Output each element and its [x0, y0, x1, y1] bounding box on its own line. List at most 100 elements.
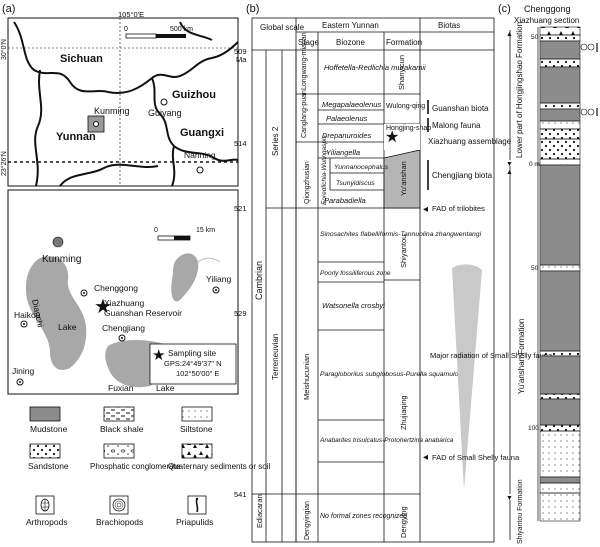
local-scale-15km: 15 km	[196, 227, 215, 234]
biota-fad-trilobites: FAD of trilobites	[432, 204, 485, 213]
biozone-megapalaeolenus: Megapalaeolenus	[322, 100, 381, 109]
local-map: 0 15 km Kunming Chenggong Xiazhuang ★ Gu…	[7, 189, 239, 395]
panel-a-label: (a)	[2, 3, 15, 15]
priapulid-icon	[195, 497, 199, 513]
brachiopod-icon	[112, 498, 126, 512]
legend-sandstone: Sandstone	[28, 461, 69, 471]
sampling-site-lon: 102°50'00" E	[176, 369, 219, 378]
age-unit: Ma	[236, 55, 247, 64]
scale-500km: 500 km	[170, 26, 193, 33]
stage-dengyingian: Dengyingian	[304, 501, 311, 540]
place-haikou: Haikou	[14, 310, 41, 320]
biota-fad-ssf: FAD of Small Shelly fauna	[432, 453, 520, 462]
fad-trilobites-arrow-icon: ◂	[423, 204, 428, 215]
biozone-palaeolenus: Palaeolenus	[326, 114, 368, 123]
latitude-top-label: 30°0'N	[0, 39, 8, 60]
latitude-tropic-label: 23°26'N	[0, 151, 8, 176]
section-brachiopod-icon-2	[587, 108, 595, 116]
swatch-quaternary	[181, 443, 213, 459]
stage-qiongzhusian: Qiongzhusian	[304, 161, 311, 204]
biozone-yunnanocephalus: Yunnanocephalus	[334, 164, 389, 171]
legend-priapulids: Priapulids	[176, 517, 213, 527]
city-guiyang: Guiyang	[148, 108, 182, 118]
legend-star-icon: ★	[152, 347, 165, 364]
legend-quaternary: Quaternary sediments or soil	[168, 462, 270, 471]
biota-guanshan: Guanshan biota	[432, 104, 489, 113]
series-ediacaran: Ediacaran	[255, 494, 264, 528]
section-tick-100: 100	[528, 425, 539, 432]
biota-xiazhuang: Xiazhuang assemblage	[428, 137, 512, 146]
formation-shanyicun: Shanyicun	[397, 55, 406, 90]
arthropod-icon	[40, 498, 50, 512]
biozone-watsonella: Watsonella crosbyi	[322, 301, 385, 310]
swatch-black-shale	[103, 406, 135, 422]
formation-shiyantou: Shiyantou	[399, 235, 408, 268]
legend-brachiopods: Brachiopods	[96, 517, 143, 527]
stage-meishucunian: Meishucunian	[302, 354, 311, 400]
biozone-anabarites: Anabarites trisulcatus-Protohertzina ana…	[319, 437, 454, 444]
label-fuxian: Fuxian	[108, 383, 134, 393]
horizon-star-icon: ★	[385, 129, 399, 146]
yiliang-water	[171, 253, 199, 302]
age-521: 521	[234, 204, 247, 213]
biozone-parabadiella: Parabadiella	[324, 196, 366, 205]
biota-malong: Malong fauna	[432, 121, 481, 130]
formation-dengying: Dengying	[399, 506, 408, 538]
biozone-drepanuroides: Drepanuroides	[322, 131, 371, 140]
biozone-hoffetella: Hoffetella-Redlichia murakamii	[324, 63, 426, 72]
region-guangxi: Guangxi	[180, 127, 224, 139]
place-chenggong: Chenggong	[94, 283, 138, 293]
biozone-tsunyidiscus: Tsunyidiscus	[336, 180, 375, 187]
yuanshan-shading	[383, 149, 421, 209]
biozone-sinosachites: Sinosachites flabelliformis-Tannuolina z…	[320, 231, 482, 238]
system-cambrian: Cambrian	[254, 261, 264, 300]
bracket-arrow-up-icon-2: ▲	[506, 169, 513, 176]
section-place: Chenggong	[524, 4, 571, 14]
place-yiliang: Yiliang	[206, 274, 231, 284]
bracket-arrow-down-icon: ▼	[506, 161, 513, 168]
biozone-paragloborilus: Paragloborilus subglobosus-Purella squam…	[320, 371, 466, 378]
legend-arthropods: Arthropods	[26, 517, 68, 527]
formation-wulongqing: Wulong-qing	[386, 103, 425, 110]
measured-section	[537, 26, 598, 522]
biozone-eoredlichia: Eoredlichia-Wutingaspis	[321, 135, 328, 205]
panel-c-label: (c)	[498, 3, 511, 15]
fad-ssf-arrow-icon: ◂	[423, 452, 428, 463]
sampling-site-box	[149, 343, 237, 385]
swatch-phosphatic-conglomerate	[103, 443, 135, 459]
series-terreneuvian: Terreneuvian	[271, 334, 280, 380]
section-tick-50-top: 50	[531, 34, 539, 41]
biozone-poorly-fossiliferous: Poorly fossiliferous zone	[320, 270, 391, 277]
biota-major-radiation: Major radiation of Small Shelly fauna	[430, 351, 553, 360]
legend-siltstone: Siltstone	[180, 424, 213, 434]
radiation-wedge	[452, 264, 482, 490]
formation-yuanshan-section: Yu'anshan Formation	[517, 319, 526, 394]
section-brachiopod-icon-1	[587, 43, 595, 51]
place-chengjiang: Chengjiang	[102, 323, 145, 333]
header-stage: Stage	[298, 38, 319, 47]
formation-shiyantou-section: Shiyantou Formation	[517, 479, 524, 544]
header-biozone: Biozone	[336, 38, 365, 47]
legend-phosphatic-conglomerate: Phosphatic conglomerate	[90, 462, 181, 471]
series-2: Series 2	[271, 126, 280, 156]
city-kunming: Kunming	[94, 106, 130, 116]
section-tick-50: 50	[531, 265, 539, 272]
biozone-yiliangella: Yiliangella	[326, 148, 360, 157]
local-scale-zero: 0	[154, 227, 158, 234]
longitude-label: 105°0'E	[118, 10, 144, 19]
section-name: Xiazhuang section	[514, 16, 579, 25]
header-biotas: Biotas	[438, 21, 460, 30]
header-eastern-yunnan: Eastern Yunnan	[322, 21, 379, 30]
stage-canglangpuan: Canglang-puan	[301, 90, 308, 138]
age-529: 529	[234, 309, 247, 318]
sampling-site-title: Sampling site	[168, 349, 217, 358]
bracket-arrow-up-icon: ▲	[506, 31, 513, 38]
place-guanshan-reservoir: Guanshan Reservoir	[104, 308, 182, 318]
age-509: 509	[234, 47, 247, 56]
swatch-mudstone	[29, 406, 61, 422]
region-yunnan: Yunnan	[56, 131, 96, 143]
legend-black-shale: Black shale	[100, 424, 144, 434]
sampling-site-gps: GPS:24°49'37" N	[164, 359, 222, 368]
region-sichuan: Sichuan	[60, 53, 103, 65]
